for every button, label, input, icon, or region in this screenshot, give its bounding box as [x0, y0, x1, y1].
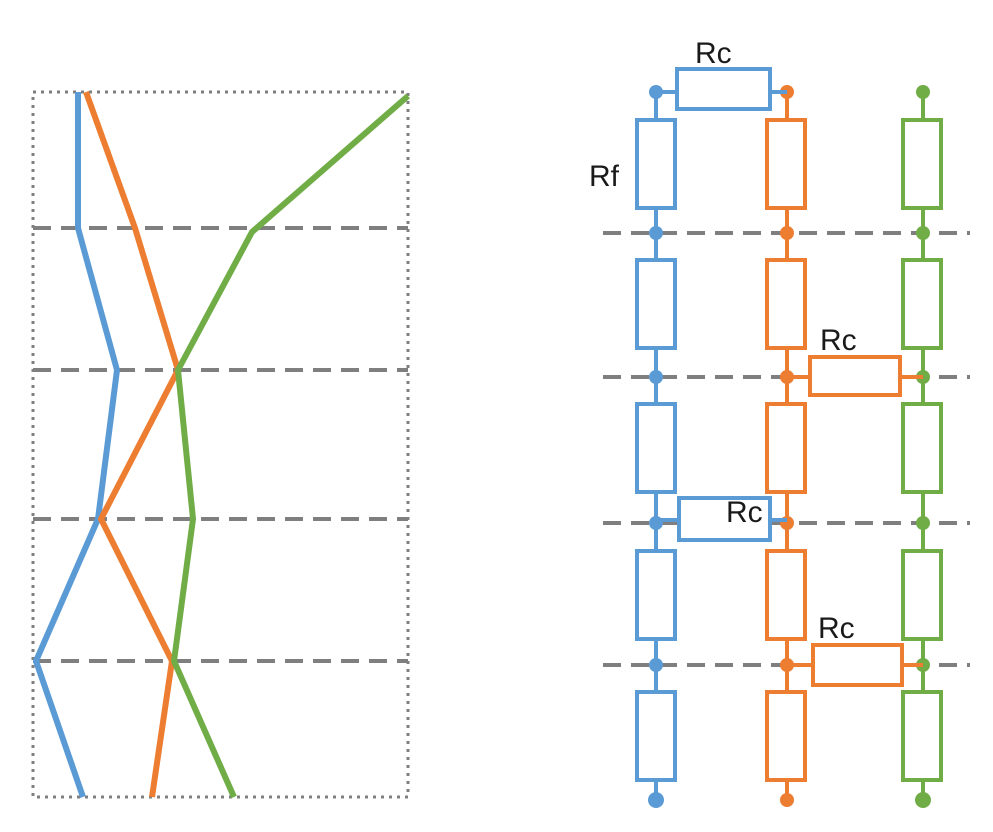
circuit-panel: Rc Rf Rc Rc Rc	[589, 37, 970, 808]
resistor-orange-4	[765, 549, 807, 641]
profile-panel	[31, 90, 410, 799]
resistor-blue-4	[635, 549, 677, 641]
resistor-green-4	[901, 549, 943, 641]
resistor-orange-3	[765, 402, 807, 494]
profile-line-blue	[33, 92, 120, 798]
node-blue-bottom	[648, 792, 664, 808]
resistor-blue-3	[635, 402, 677, 494]
nodes-green	[915, 85, 931, 808]
profile-frame	[31, 90, 410, 799]
node-green-1	[916, 226, 930, 240]
node-blue-1	[649, 226, 663, 240]
label-rf: Rf	[589, 160, 620, 193]
resistor-blue-5	[635, 690, 677, 782]
node-orange-1	[780, 226, 794, 240]
resistor-orange-1	[765, 118, 807, 210]
rc-mid-right	[787, 355, 923, 397]
rc-top-resistor	[675, 67, 772, 111]
node-orange-bottom	[780, 793, 794, 807]
column-blue	[635, 92, 677, 800]
label-rc-bottom: Rc	[818, 612, 855, 645]
rc-bottom	[787, 643, 923, 687]
node-blue-2	[649, 370, 663, 384]
label-rc-mid-right: Rc	[820, 324, 857, 357]
resistor-orange-5	[765, 690, 807, 782]
resistor-green-2	[901, 258, 943, 350]
profile-line-orange	[83, 90, 181, 798]
resistor-blue-1	[635, 118, 677, 210]
rc-mid-left	[656, 496, 787, 542]
label-rc-top: Rc	[695, 37, 732, 70]
node-green-bottom	[915, 792, 931, 808]
node-green-top	[916, 85, 930, 99]
resistor-orange-2	[765, 258, 807, 350]
profile-line-green	[171, 93, 410, 799]
resistor-green-1	[901, 118, 943, 210]
column-orange	[765, 92, 807, 800]
rc-top	[656, 67, 787, 111]
node-green-3	[916, 516, 930, 530]
resistor-green-3	[901, 402, 943, 494]
label-rc-mid-left: Rc	[726, 496, 763, 529]
column-green	[901, 92, 943, 800]
resistor-green-5	[901, 690, 943, 782]
rc-mid-right-resistor	[808, 355, 902, 397]
resistor-blue-2	[635, 258, 677, 350]
rc-bottom-resistor	[811, 643, 904, 687]
nodes-blue	[648, 85, 664, 808]
node-blue-4	[649, 658, 663, 672]
